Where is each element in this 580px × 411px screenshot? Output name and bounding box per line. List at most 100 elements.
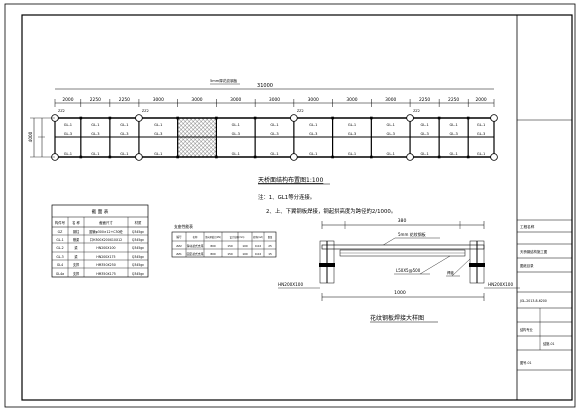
section-table-cell: 梁 [74, 245, 78, 250]
segment-dim: 3000 [269, 97, 280, 103]
hatch-line [189, 130, 217, 157]
beam-label: GL-1 [154, 123, 162, 127]
hatch-line [209, 150, 217, 157]
bearing-table-cell: 0.02 [255, 252, 261, 256]
section-table-cell: HN200X100 [96, 246, 115, 250]
section-table-cell: 横梁 [73, 237, 80, 242]
right-beam-label: HN200X100 [488, 282, 513, 287]
bt-h2: 竖向承载力(kN) [205, 235, 221, 239]
st-h2: 截面尺寸 [99, 220, 113, 225]
hatch-line [185, 126, 217, 157]
node-marker [253, 116, 257, 120]
plate-label: 5mm 花纹钢板 [398, 231, 426, 237]
hatch-line [177, 118, 209, 150]
column-marker [290, 153, 298, 161]
node-marker [466, 155, 470, 159]
segment-dim: 3000 [230, 97, 241, 103]
hatch-line [177, 118, 205, 146]
beam-label: GL-1 [387, 152, 395, 156]
beam-label: GL-1 [232, 123, 240, 127]
node-marker [215, 155, 218, 159]
column-marker [135, 153, 143, 161]
hatch-line [177, 145, 189, 157]
beam-label: GL-1 [154, 152, 162, 156]
column-tag: ZZ2 [413, 109, 420, 113]
hatch-line [177, 118, 193, 134]
left-dim: 4000 [28, 131, 33, 142]
hatch-line [197, 138, 217, 157]
beam-label: GL-3 [348, 132, 356, 136]
section-table-cell: Q345gc [132, 272, 145, 276]
beam-label: GL-1 [420, 123, 428, 127]
bearing-table-title: 支座性能表 [174, 224, 193, 229]
hatch-line [177, 118, 197, 138]
inner-frame [21, 14, 573, 401]
weld-detail: 380 5mm 花纹钢板 L50X5@500 焊缝 HN200X100 HN20… [278, 218, 520, 323]
beam-label: GL-1 [91, 123, 99, 127]
section-table-cell: 钢柱 [73, 229, 80, 234]
segment-dim: 2250 [119, 97, 130, 103]
total-dim: 31000 [257, 83, 273, 89]
detail-dim-top: 380 [398, 218, 407, 224]
column-marker [290, 114, 298, 122]
segment-dim: 3000 [191, 97, 202, 103]
hatch-line [209, 118, 217, 125]
hatch-line [181, 122, 217, 157]
section-table-cell: GL4a [56, 272, 64, 276]
section-table-cell: 支撑 [73, 262, 80, 267]
bearing-table-cell: ZZ1 [176, 252, 182, 256]
tb-row4: 结构专业 [520, 327, 533, 332]
st-h0: 构件号 [55, 220, 66, 225]
bearing-table-cell: 15 [268, 252, 272, 256]
tb-row6: 图号-01 [520, 360, 532, 365]
bearing-table-cell: 150 [227, 244, 233, 248]
node-marker [437, 116, 441, 120]
note-line-2: 2、上、下翼钢板焊接，钢起拱高度为跨径的2/1000。 [266, 207, 396, 215]
section-table-cell: GZ [58, 230, 63, 234]
detail-dim-total: 1000 [394, 290, 406, 296]
node-marker [215, 116, 218, 120]
section-table-cell: Q345gc [132, 230, 145, 234]
beam-label: GL-1 [309, 123, 317, 127]
node-marker [253, 155, 257, 159]
beam-label: GL-1 [387, 123, 395, 127]
beam-label: GL-1 [270, 152, 278, 156]
beam-label: GL-3 [64, 132, 72, 136]
hatch-line [197, 118, 217, 137]
bt-h5: 数量 [268, 235, 273, 239]
node-marker [176, 155, 179, 159]
bearing-table-cell: 0.02 [255, 244, 261, 248]
bt-h0: 编号 [176, 235, 182, 239]
angle-label: L50X5@500 [396, 268, 421, 273]
beam-label: GL-1 [309, 152, 317, 156]
beam-label: GL-3 [309, 132, 317, 136]
beam-label: GL-3 [270, 132, 278, 136]
st-h1: 名 称 [72, 220, 80, 225]
column-marker [490, 114, 498, 122]
bearing-table-cell: 150 [227, 252, 233, 256]
node-marker [466, 116, 470, 120]
segment-dim: 3000 [385, 97, 396, 103]
hatch-line [177, 118, 217, 157]
bt-h3: 设计位移(mm) [230, 235, 245, 239]
beam-label: GL-1 [420, 152, 428, 156]
segment-dim: 2250 [419, 97, 430, 103]
bearing-table-cell: 滑动盆式支座 [187, 244, 204, 248]
section-table-cell: 圆管φ300×12+C30砼 [89, 229, 123, 234]
section-table-cell: HN200X175 [96, 255, 115, 259]
top-note: 5mm厚花纹钢板 [210, 78, 238, 83]
section-table-cell: 口H300X200X10X12 [90, 238, 122, 242]
node-marker [331, 155, 334, 159]
bt-h1: 名称 [193, 235, 198, 239]
column-tag: ZZ2 [58, 109, 65, 113]
beam-label: GL-1 [120, 123, 128, 127]
sheet-border [4, 3, 576, 408]
section-table-cell: GL-2 [56, 246, 63, 250]
beam-label: GL-3 [449, 132, 457, 136]
tb-row5: 结施-01 [543, 341, 555, 346]
segment-dim: 3000 [308, 97, 319, 103]
column-tag: ZZ2 [297, 109, 304, 113]
